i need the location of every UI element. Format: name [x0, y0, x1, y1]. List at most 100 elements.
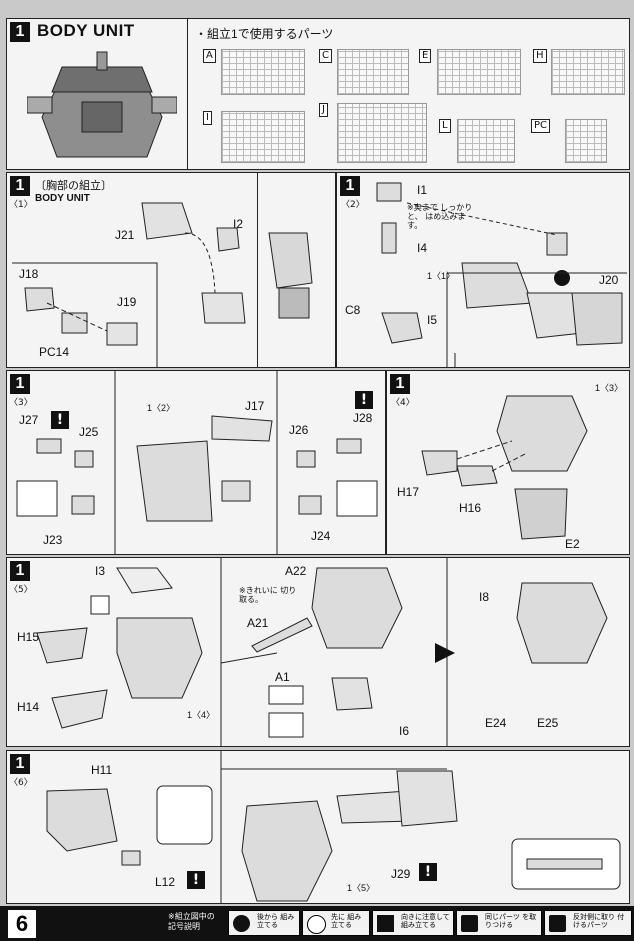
header-panel: 1 BODY UNIT ・組立1で使用するパーツ A C E H I J L P… — [6, 18, 630, 170]
step-4-panel: 1 〈4〉 H17 H16 E2 1〈3〉 — [386, 370, 630, 555]
part-j29: J29 — [391, 867, 411, 881]
runner-label-c: C — [319, 49, 332, 63]
step-4-diagram — [421, 395, 588, 540]
part-l12: L12 — [155, 875, 176, 889]
part-c8: C8 — [345, 303, 361, 317]
body-unit-illustration — [27, 51, 177, 158]
runner-pc — [565, 119, 607, 163]
section-title: BODY UNIT — [37, 21, 135, 40]
runner-h — [551, 49, 625, 95]
step-6-diagram — [46, 751, 621, 903]
footer: 6 ※組立図中の 記号説明 後から 組み立てる 先に 組み立てる 向きに注意して… — [0, 906, 634, 941]
runner-label-i: I — [203, 111, 212, 125]
part-i6: I6 — [399, 724, 410, 738]
substep-label: 〈1〉 — [9, 200, 33, 210]
runner-label-h: H — [533, 49, 547, 63]
ref-step: 1〈3〉 — [595, 383, 624, 393]
step-5-diagram — [36, 558, 608, 746]
part-j20: J20 — [599, 273, 619, 287]
ref-step: 1〈4〉 — [187, 710, 216, 720]
legend-same-part: 同じパーツ を取りつける — [456, 910, 542, 936]
substep-label: 〈2〉 — [341, 200, 365, 210]
runner-label-l: L — [439, 119, 451, 133]
chest-assembly-diagram — [12, 202, 313, 367]
part-i5: I5 — [427, 313, 438, 327]
step-5-panel: 1 〈5〉 I3 H15 H14 A22 ※きれいに 切り取る。 A21 A1 … — [6, 557, 630, 747]
part-j24: J24 — [311, 529, 331, 543]
cut-note: ※きれいに 切り取る。 — [239, 586, 297, 604]
part-j27: J27 — [19, 413, 39, 427]
step-number: 1 — [10, 22, 30, 42]
step-6-panel: 1 〈6〉 ! ! H11 L12 J29 1〈5〉 — [6, 750, 630, 904]
ref-step: 1〈1〉 — [427, 271, 456, 281]
legend-opposite-side: 反対側に取り 付けるパーツ — [544, 910, 632, 936]
ref-step: 1〈2〉 — [147, 403, 176, 413]
ref-step: 1〈5〉 — [347, 883, 376, 893]
substep-label: 〈6〉 — [9, 778, 33, 788]
part-a21: A21 — [247, 616, 269, 630]
runner-l — [457, 119, 515, 163]
substep-label: 〈3〉 — [9, 398, 33, 408]
legend-first: 先に 組み立てる — [302, 910, 370, 936]
part-j28: J28 — [353, 411, 373, 425]
part-i1: I1 — [417, 183, 428, 197]
runner-label-a: A — [203, 49, 216, 63]
part-i3: I3 — [95, 564, 106, 578]
runner-label-j: J — [319, 103, 328, 117]
step-2-diagram — [376, 182, 627, 367]
runner-e — [437, 49, 521, 95]
legend-direction: 向きに注意して 組み立てる — [372, 910, 454, 936]
part-j19: J19 — [117, 295, 137, 309]
runner-label-e: E — [419, 49, 432, 63]
part-e2: E2 — [565, 537, 580, 551]
fit-note: ※奥まで しっかりと、 はめ込みます。 — [407, 203, 473, 230]
part-h11: H11 — [91, 763, 113, 777]
caution-icon: ! — [355, 391, 373, 409]
step-number: 1 — [340, 176, 360, 196]
substep-label: 〈4〉 — [391, 398, 415, 408]
part-j21: J21 — [115, 228, 135, 242]
part-i4: I4 — [417, 241, 428, 255]
part-j17: J17 — [245, 399, 265, 413]
step-number: 1 — [10, 176, 30, 196]
runner-label-pc: PC — [531, 119, 551, 133]
part-j25: J25 — [79, 425, 99, 439]
caution-icon: ! — [419, 863, 437, 881]
step-number: 1 — [390, 374, 410, 394]
step-number: 1 — [10, 561, 30, 581]
substep-label: 〈5〉 — [9, 585, 33, 595]
parts-heading: ・組立1で使用するパーツ — [195, 27, 334, 41]
runner-a — [221, 49, 305, 95]
part-j23: J23 — [43, 533, 63, 547]
part-h17: H17 — [397, 485, 420, 499]
step-subtitle: BODY UNIT — [35, 193, 90, 204]
caution-icon: ! — [51, 411, 69, 429]
part-i8: I8 — [479, 590, 490, 604]
step-3-diagram — [16, 371, 378, 554]
part-e25: E25 — [537, 716, 559, 730]
runner-i — [221, 111, 305, 163]
step-1-panel: 1 〈1〉 〔胸部の組立〕 BODY UNIT J21 I2 J18 J19 P… — [6, 172, 336, 368]
part-h15: H15 — [17, 630, 40, 644]
step-heading: 〔胸部の組立〕 — [35, 180, 112, 192]
part-pc14: PC14 — [39, 345, 70, 359]
runner-c — [337, 49, 409, 95]
part-h16: H16 — [459, 501, 482, 515]
part-i2: I2 — [233, 217, 244, 231]
step-number: 1 — [10, 374, 30, 394]
part-h14: H14 — [17, 700, 40, 714]
part-j18: J18 — [19, 267, 39, 281]
legend-title: ※組立図中の 記号説明 — [168, 912, 215, 931]
part-a22: A22 — [285, 564, 307, 578]
caution-icon: ! — [187, 871, 205, 889]
page-number: 6 — [8, 910, 36, 938]
legend-later: 後から 組み立てる — [228, 910, 300, 936]
part-a1: A1 — [275, 670, 290, 684]
runner-j — [337, 103, 427, 163]
part-e24: E24 — [485, 716, 507, 730]
step-number: 1 — [10, 754, 30, 774]
part-j26: J26 — [289, 423, 309, 437]
step-2-panel: 1 〈2〉 I1 ※奥まで しっかりと、 はめ込みます。 I4 C8 I5 J2… — [336, 172, 630, 368]
step-3-panel: 1 〈3〉 ! ! J27 J25 J23 J17 J26 J28 J24 1〈… — [6, 370, 386, 555]
